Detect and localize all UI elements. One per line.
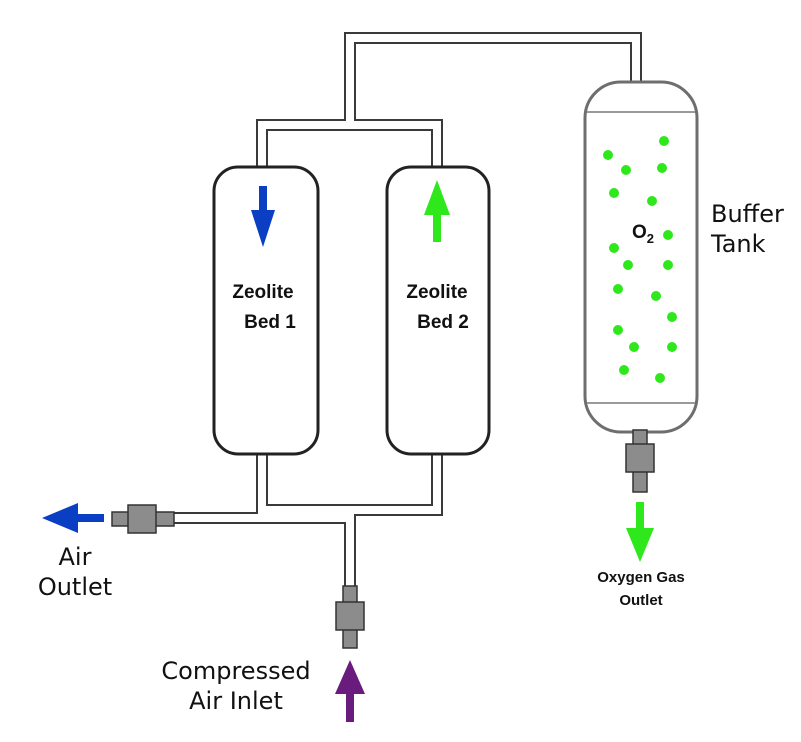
- oxygen-gas-outlet-label-line2: Outlet: [619, 592, 662, 609]
- arrow-up-icon: [424, 180, 450, 242]
- air-outlet-fitting: [111, 504, 175, 534]
- zeolite-bed-2: Zeolite Bed 2: [385, 165, 491, 456]
- zeolite-bed-1-label-line1: Zeolite: [232, 282, 293, 303]
- compressed-air-inlet-label-line2: Air Inlet: [189, 687, 283, 715]
- zeolite-bed-1-label-line2: Bed 1: [244, 312, 296, 333]
- arrow-down-icon: [626, 502, 654, 562]
- compressed-air-inlet-fitting: [335, 585, 365, 649]
- oxygen-formula: O2: [632, 222, 654, 246]
- arrow-up-icon: [335, 660, 365, 722]
- air-outlet-label-line1: Air: [59, 543, 92, 571]
- arrow-down-icon: [251, 186, 275, 247]
- compressed-air-inlet-label-line1: Compressed: [161, 657, 310, 685]
- oxygen-particles: [603, 136, 677, 383]
- zeolite-bed-1: Zeolite Bed 1: [212, 165, 320, 456]
- zeolite-bed-2-label-line2: Bed 2: [417, 312, 469, 333]
- buffer-tank-label-line2: Tank: [710, 230, 766, 258]
- buffer-tank: O2: [583, 80, 699, 434]
- buffer-tank-label-line1: Buffer: [711, 200, 784, 228]
- air-outlet-label-line2: Outlet: [38, 573, 112, 601]
- zeolite-bed-2-label-line1: Zeolite: [406, 282, 467, 303]
- oxygen-outlet-fitting: [625, 429, 655, 493]
- piping: [172, 32, 642, 590]
- oxygen-gas-outlet-label-line1: Oxygen Gas: [597, 569, 685, 586]
- arrow-left-icon: [42, 503, 104, 533]
